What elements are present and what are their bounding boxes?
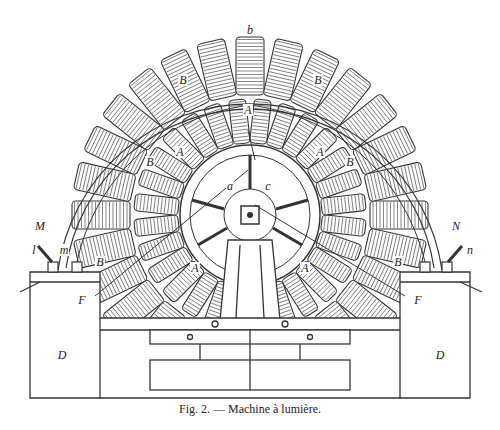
- callout-letter: A: [315, 146, 324, 158]
- callout-letter: F: [77, 294, 86, 306]
- pedestal: [220, 240, 280, 320]
- callout-letter: A: [243, 104, 252, 116]
- callout-letter: l: [31, 244, 36, 256]
- base-frame: [30, 272, 470, 398]
- callout-letter: B: [95, 256, 104, 268]
- callout-letter: B: [178, 74, 187, 86]
- callout-letter: D: [435, 349, 446, 361]
- figure-caption: Fig. 2. — Machine à lumière.: [0, 402, 500, 417]
- callout-letter: b: [246, 24, 254, 36]
- callout-letter: c: [264, 180, 271, 192]
- callout-letter: N: [451, 220, 461, 232]
- callout-letter: B: [145, 156, 154, 168]
- callout-letter: A: [175, 146, 184, 158]
- callout-letter: m: [59, 244, 70, 256]
- callout-letter: M: [34, 220, 46, 232]
- callout-letter: A: [300, 262, 309, 274]
- callout-letter: B: [393, 256, 402, 268]
- callout-letter: F: [413, 294, 422, 306]
- terminals: [20, 246, 482, 292]
- callout-letter: a: [226, 180, 234, 192]
- wires: [77, 105, 425, 296]
- callout-letter: n: [466, 244, 474, 256]
- callout-letter: A: [190, 262, 199, 274]
- callout-letter: B: [345, 156, 354, 168]
- callout-letter: B: [313, 74, 322, 86]
- callout-letter: D: [57, 349, 68, 361]
